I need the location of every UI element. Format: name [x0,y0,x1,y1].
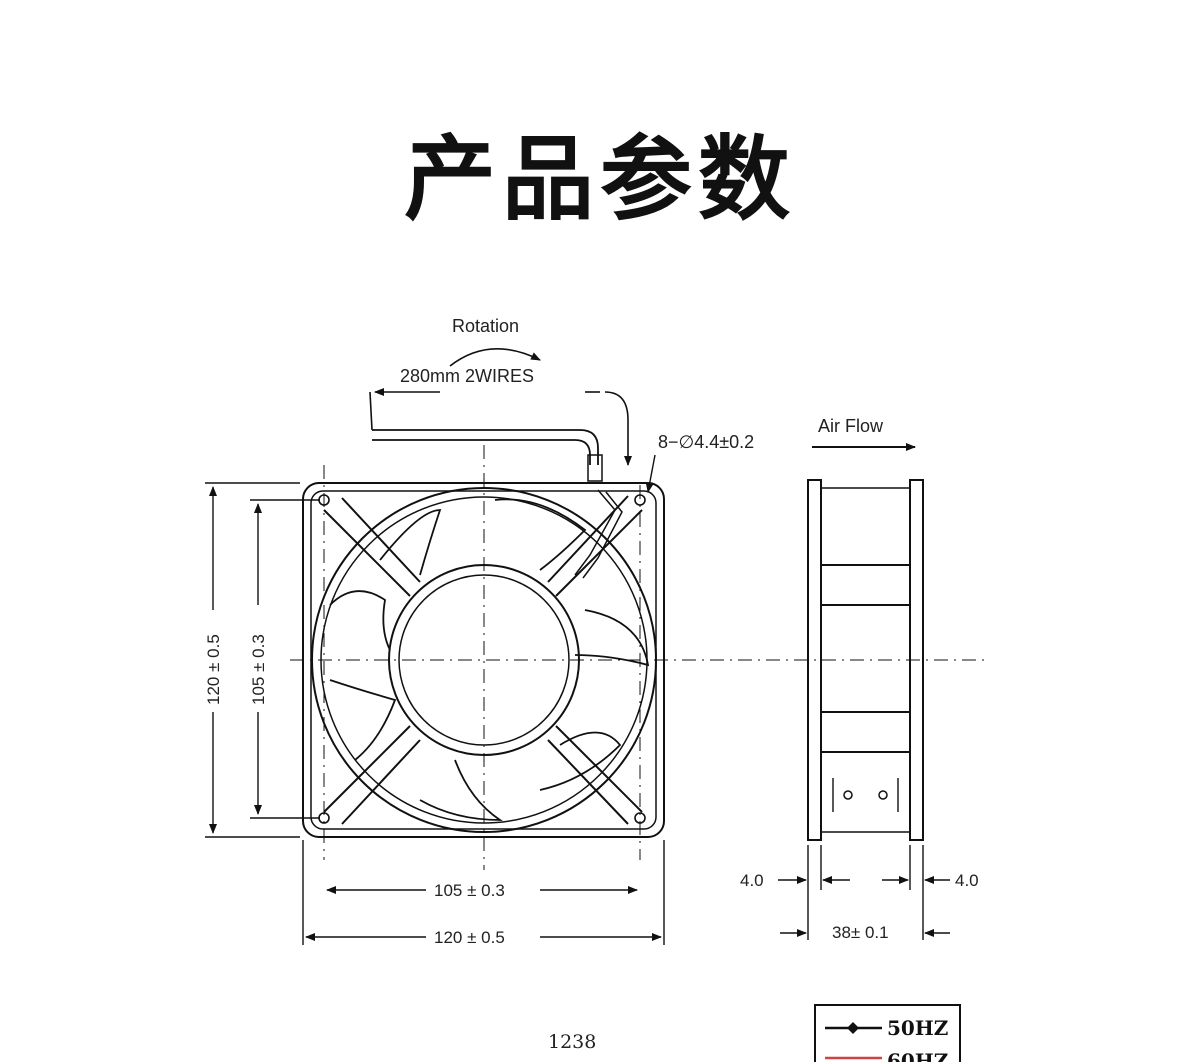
width-dimensions [302,840,665,945]
rotation-arrow [449,348,541,367]
legend-50hz-label: 50HZ [887,1016,948,1040]
airflow-label: Air Flow [818,416,884,436]
frame-struts [323,495,643,825]
hole-spacing-width-label: 105 ± 0.3 [434,881,505,900]
legend-60hz-label: 60HZ [887,1049,948,1062]
wires [372,429,623,579]
hole-callout-label: 8−∅4.4±0.2 [658,432,754,452]
front-view [302,482,665,838]
flange-right-label: 4.0 [955,871,979,890]
height-dimensions [205,482,320,838]
legend-box: 50HZ 60HZ [814,1004,961,1062]
legend-50hz-marker [847,1022,859,1034]
rotation-label: Rotation [452,316,519,336]
wire-length-label: 280mm 2WIRES [400,366,534,386]
page-title: 产品参数 [403,126,796,233]
model-label: 1238 [548,1031,596,1053]
side-dimensions [778,845,950,940]
side-flange-right [909,479,924,841]
flange-left-label: 4.0 [740,871,764,890]
overall-width-label: 120 ± 0.5 [434,928,505,947]
fan-blades [329,498,650,821]
depth-label: 38± 0.1 [832,923,889,942]
side-flange-left [807,479,822,841]
overall-height-label: 120 ± 0.5 [204,634,223,705]
center-lines [290,445,985,870]
wire-length-dimension [369,388,632,466]
hole-spacing-height-label: 105 ± 0.3 [249,634,268,705]
side-view [807,479,924,841]
